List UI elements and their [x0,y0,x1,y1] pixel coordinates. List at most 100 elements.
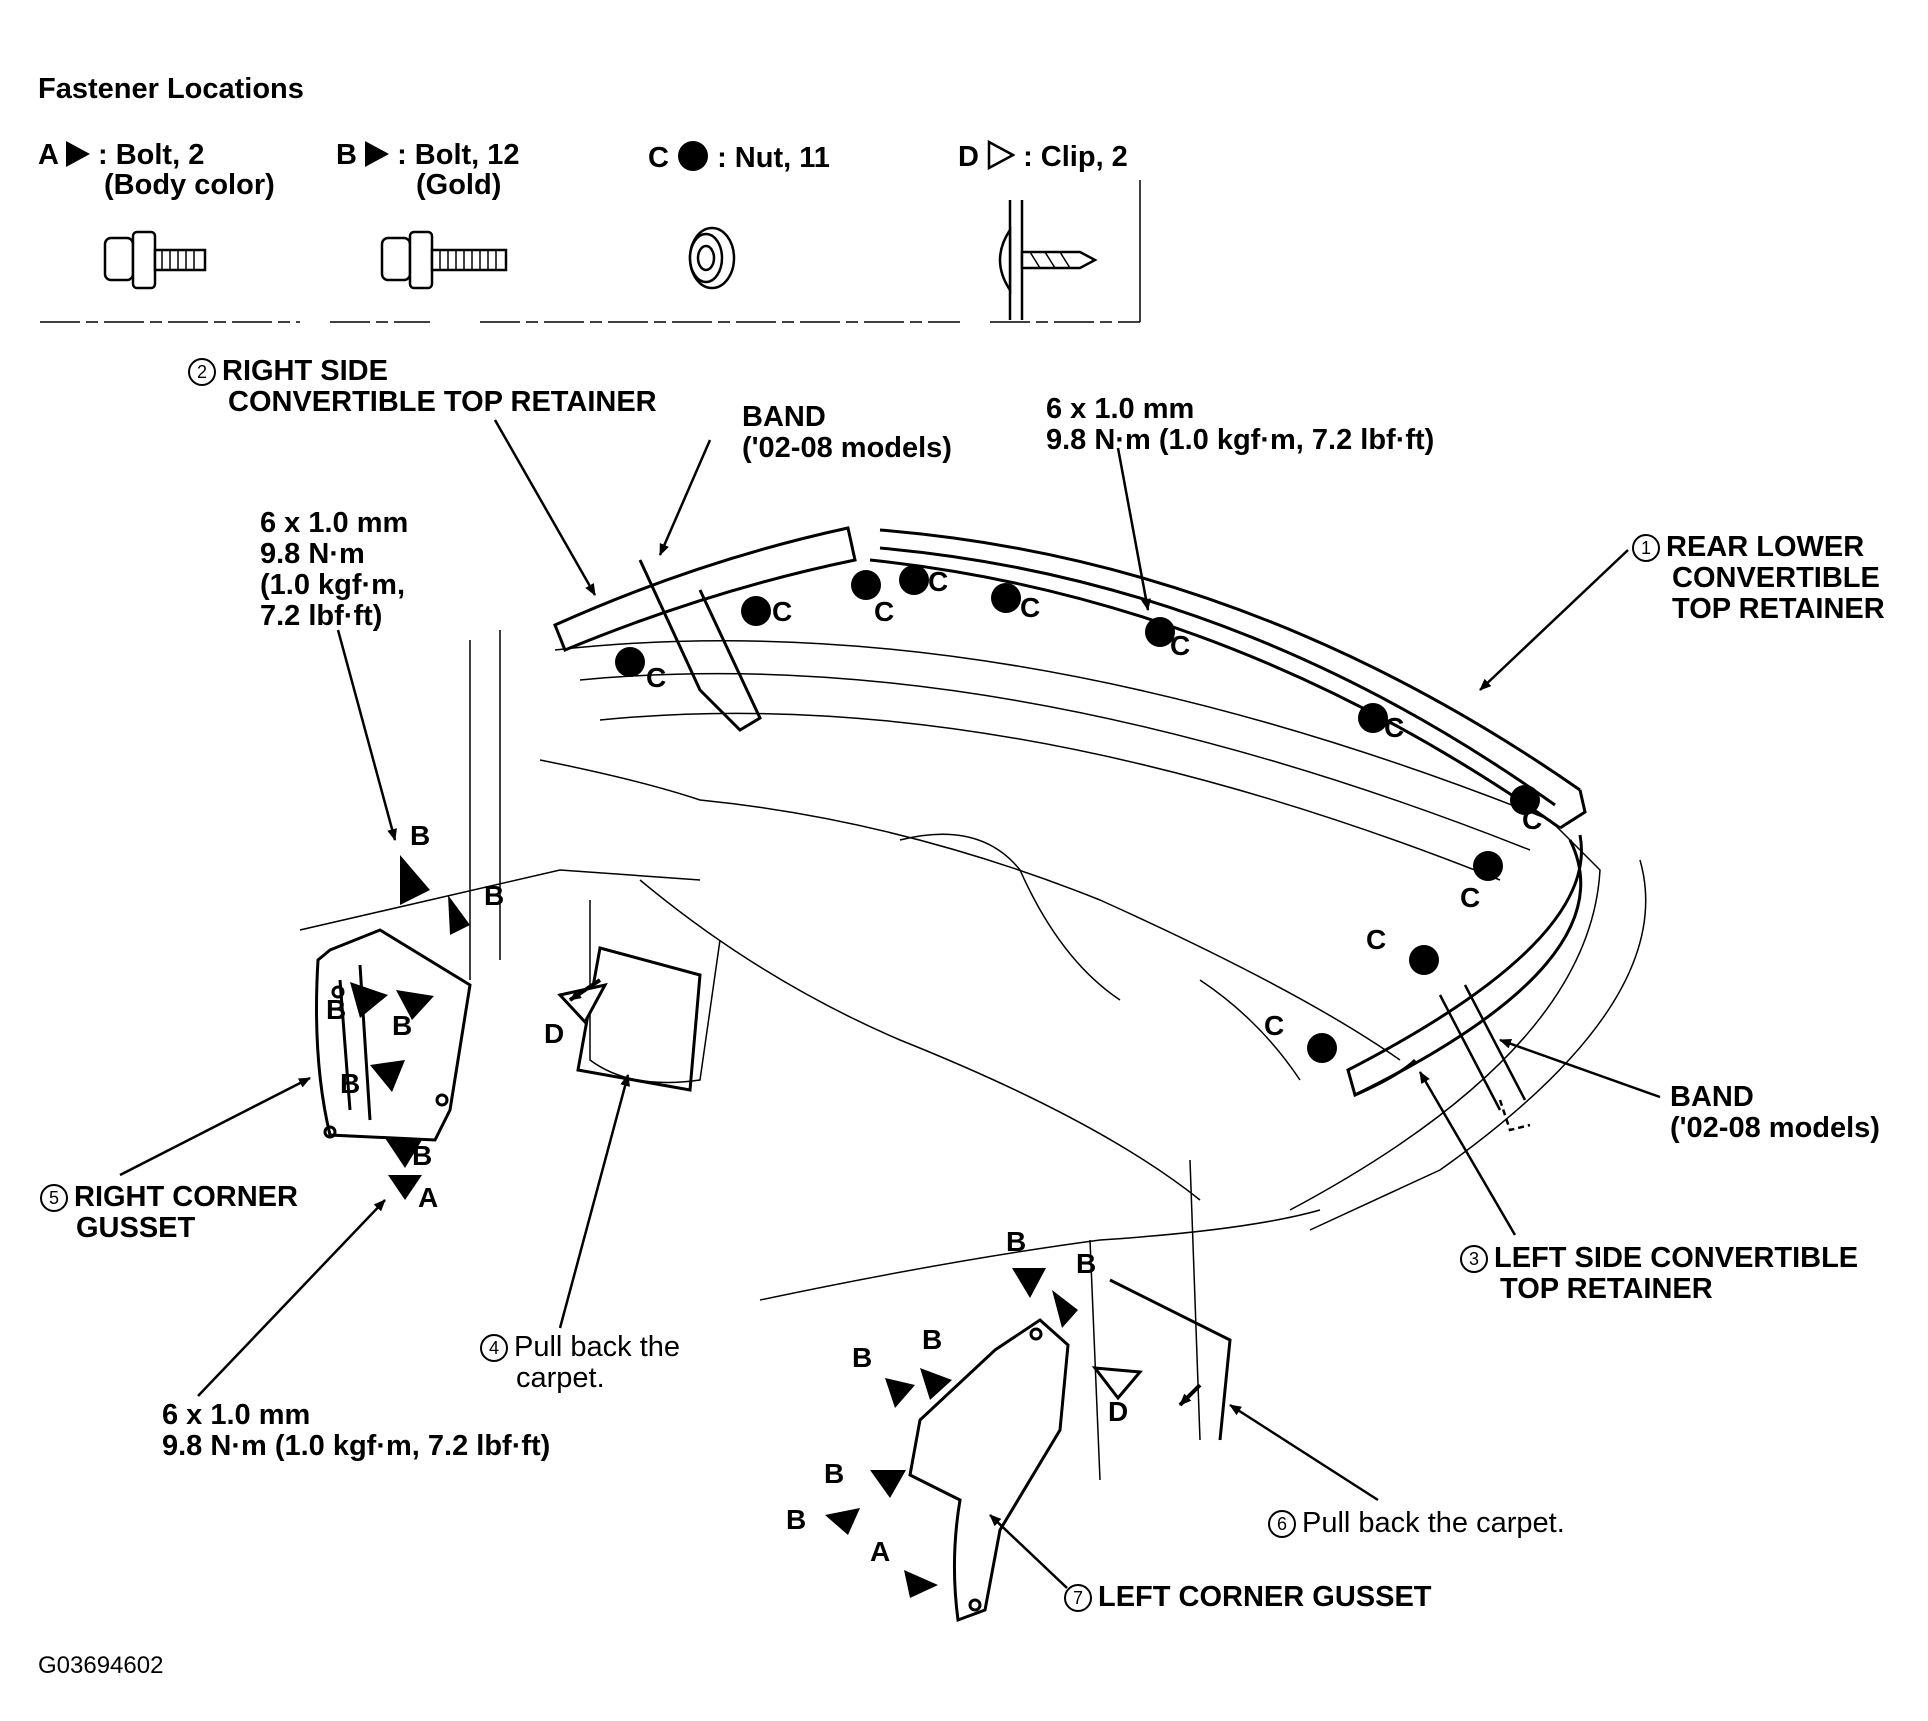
left-corner-gusset-drawing [908,1318,1070,1623]
label-spec-top-line2: 9.8 N·m (1.0 kgf·m, 7.2 lbf·ft) [1046,424,1435,456]
label-spec-top-line1: 6 x 1.0 mm [1046,393,1195,425]
callout-d: D [1108,1396,1129,1427]
label-right-side-retainer-line2: CONVERTIBLE TOP RETAINER [228,386,657,418]
nut-marker-6 [1145,617,1175,647]
carpet-strip-drawing [1109,1278,1232,1441]
legend-item-a-text: : Bolt, 2 [98,139,205,171]
callout-b: B [392,1010,413,1041]
label-left-corner-gusset-line1: LEFT CORNER GUSSET [1098,1581,1432,1613]
callout-b: B [852,1342,873,1373]
label-spec-left-line1: 6 x 1.0 mm [260,507,409,539]
clip-d-drawing [998,200,1098,320]
legend-item-d-text: : Clip, 2 [1023,141,1128,173]
leader-lines [119,419,1661,1589]
legend-divider [40,180,1141,323]
nut-marker-2 [741,596,771,626]
bolt-a-drawing [103,230,207,290]
label-carpet-4-line1: Pull back the [514,1331,681,1363]
callout-c: C [646,662,667,693]
callout-c: C [772,596,793,627]
callout-c: C [1522,804,1543,835]
leader-carpet-4 [558,1074,630,1329]
label-right-corner-gusset-line2: GUSSET [76,1212,196,1244]
label-spec-bottom: 6 x 1.0 mm 9.8 N·m (1.0 kgf·m, 7.2 lbf·f… [162,1400,550,1462]
part-number-1: 1 [1632,534,1660,562]
callout-b: B [1076,1248,1097,1279]
label-spec-left-line4: 7.2 lbf·ft) [260,600,383,632]
callout-c: C [874,596,895,627]
leader-band-right [1499,1038,1661,1099]
nut-marker-7 [1358,703,1388,733]
legend-item-a: A : Bolt, 2 [38,140,204,171]
part-number-5: 5 [40,1184,68,1212]
leader-right-corner-gusset [119,1076,311,1177]
reference-code: G03694602 [38,1652,164,1679]
legend-title: Fastener Locations [38,73,304,105]
rear-lower-retainer-drawing [869,528,1587,830]
legend-item-b-sub: (Gold) [416,169,502,201]
legend-item-d-letter: D [958,141,979,173]
legend-item-a-letter: A [38,139,58,171]
nut-marker-1 [615,647,645,677]
callout-c: C [1170,630,1191,661]
label-left-side-retainer-line1: LEFT SIDE CONVERTIBLE [1494,1242,1859,1274]
nut-marker-11 [1307,1033,1337,1063]
part-number-2: 2 [188,358,216,386]
callout-b: B [786,1504,807,1535]
label-band-top-line2: ('02-08 models) [742,432,952,464]
label-band-right-line2: ('02-08 models) [1670,1112,1880,1144]
left-side-retainer-drawing [1346,834,1583,1098]
callout-b: B [410,820,431,851]
label-carpet-6-line1: Pull back the carpet. [1302,1507,1565,1539]
callout-a: A [418,1182,439,1213]
nut-marker-5 [991,583,1021,613]
label-band-top: BAND ('02-08 models) [742,402,952,464]
nut-markers [615,565,1540,1063]
callout-a: A [870,1536,891,1567]
label-spec-left-line2: 9.8 N·m [260,538,365,570]
callout-c: C [928,566,949,597]
label-rear-lower-retainer-line3: TOP RETAINER [1672,593,1885,625]
legend-item-c: C : Nut, 11 [648,140,830,174]
legend-item-c-text: : Nut, 11 [717,142,830,174]
legend-item-b-letter: B [336,139,357,171]
bolt-markers [350,855,1078,1598]
callout-b: B [326,994,347,1025]
leader-carpet-6 [1229,1403,1379,1502]
legend-item-a-sub: (Body color) [104,169,275,201]
part-number-6: 6 [1268,1510,1296,1538]
callout-b: B [412,1140,433,1171]
leader-spec-top [1116,447,1151,611]
clip-pointer-arrows [568,978,1202,1407]
band-strap-drawing [1438,984,1531,1132]
label-right-side-retainer-line1: RIGHT SIDE [222,355,388,387]
leader-left-side-retainer [1418,1071,1517,1236]
label-band-top-line1: BAND [742,401,826,433]
label-spec-bottom-line2: 9.8 N·m (1.0 kgf·m, 7.2 lbf·ft) [162,1430,551,1462]
label-left-side-retainer-line2: TOP RETAINER [1500,1273,1713,1305]
callout-b: B [1006,1226,1027,1257]
open-triangle-icon [987,139,1016,171]
callout-c: C [1020,592,1041,623]
callout-b: B [340,1068,361,1099]
callout-b: B [824,1458,845,1489]
filled-triangle-icon [365,141,390,167]
callout-d: D [544,1018,565,1049]
part-number-3: 3 [1460,1245,1488,1273]
label-rear-lower-retainer-line1: REAR LOWER [1666,531,1865,563]
label-rear-lower-retainer-line2: CONVERTIBLE [1672,562,1880,594]
label-band-right-line1: BAND [1670,1081,1754,1113]
leader-spec-bottom [197,1199,386,1397]
callout-c: C [1460,882,1481,913]
nut-marker-4 [899,565,929,595]
legend-item-c-letter: C [648,142,669,174]
leader-band-top [658,439,712,556]
carpet-panel-drawing [576,946,702,1092]
